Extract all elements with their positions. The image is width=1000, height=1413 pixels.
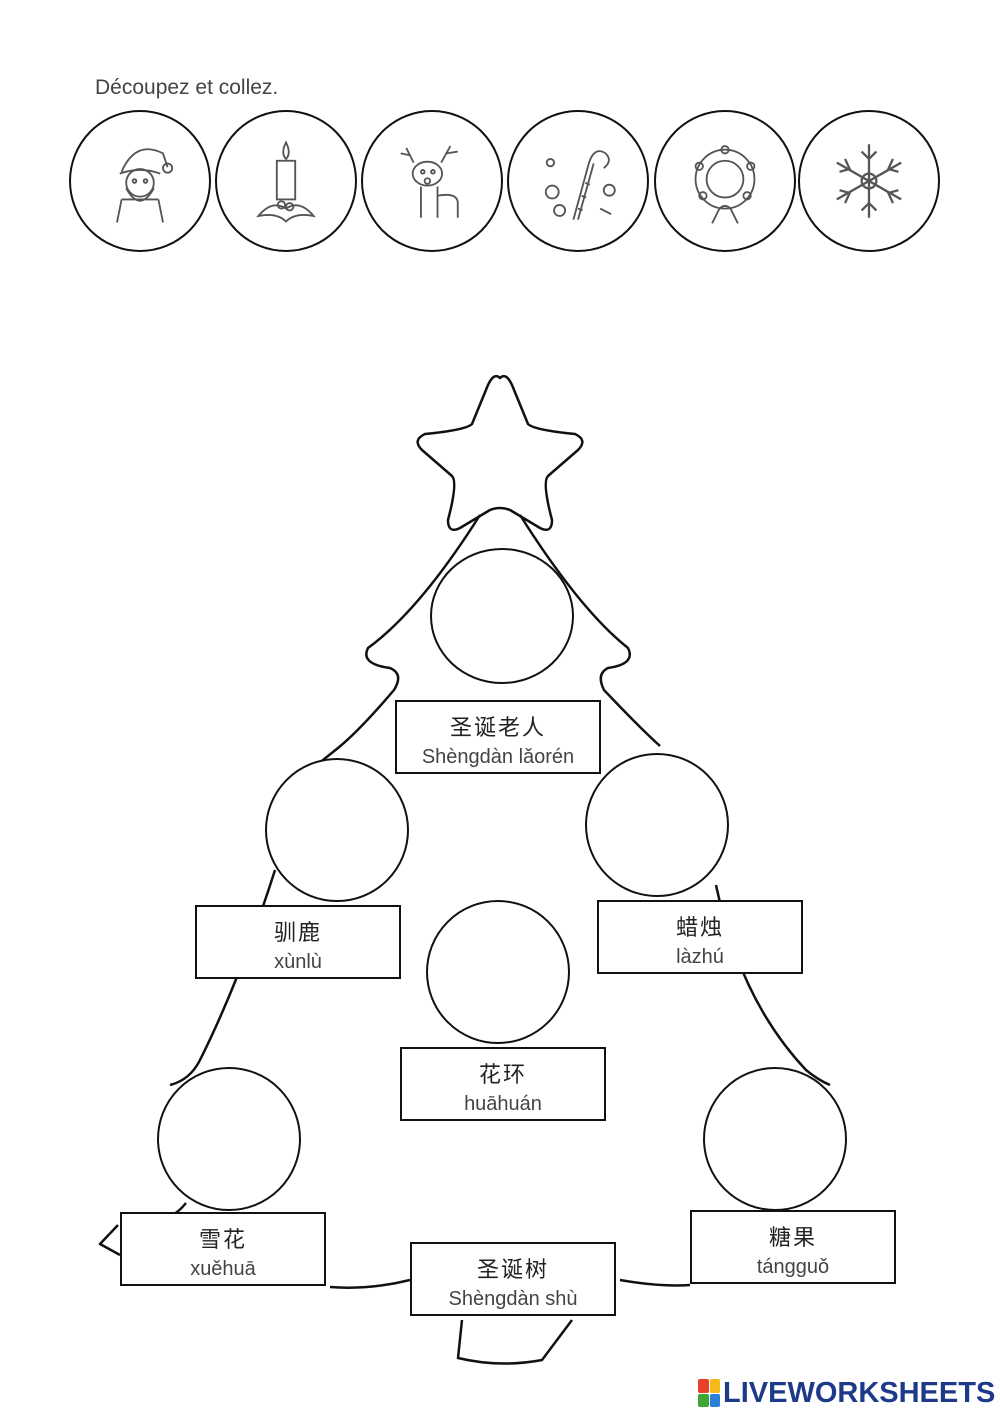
instruction-text: Découpez et collez. (95, 76, 279, 99)
drop-slot-left-low[interactable] (157, 1067, 301, 1211)
label-candle: 蜡烛 làzhú (597, 900, 803, 974)
label-reindeer-pinyin: xùnlù (274, 951, 322, 973)
label-wreath-pinyin: huāhuán (464, 1093, 542, 1115)
label-candle-hanzi: 蜡烛 (675, 916, 724, 941)
snowflake-icon (836, 144, 902, 218)
drop-slot-right-mid[interactable] (585, 753, 729, 897)
label-snowflake-hanzi: 雪花 (198, 1228, 247, 1253)
sticker-candle[interactable] (215, 110, 357, 252)
label-reindeer-hanzi: 驯鹿 (273, 921, 322, 946)
drop-slot-right-low[interactable] (703, 1067, 847, 1211)
label-santa: 圣诞老人 Shèngdàn lǎorén (395, 700, 601, 774)
label-santa-pinyin: Shèngdàn lǎorén (421, 746, 575, 768)
label-candy-pinyin: tángguǒ (756, 1256, 830, 1278)
sticker-candy[interactable] (507, 110, 649, 252)
label-tree-hanzi: 圣诞树 (476, 1258, 549, 1283)
wreath-icon (694, 145, 756, 224)
sticker-wreath[interactable] (654, 110, 796, 252)
drop-slot-center[interactable] (426, 900, 570, 1044)
sticker-snowflake[interactable] (798, 110, 940, 252)
candle-icon (256, 140, 316, 223)
brand-watermark: LIVEWORKSHEETS (698, 1376, 996, 1409)
brand-square-green (698, 1393, 709, 1407)
brand-logo-icon (698, 1379, 720, 1407)
santa-icon (116, 148, 174, 223)
label-candy: 糖果 tángguǒ (690, 1210, 896, 1284)
brand-name: LIVEWORKSHEETS (723, 1376, 996, 1409)
sticker-reindeer[interactable] (361, 110, 503, 252)
drop-slot-top[interactable] (430, 548, 574, 684)
label-wreath-hanzi: 花环 (478, 1063, 527, 1088)
label-tree-pinyin: Shèngdàn shù (448, 1288, 578, 1310)
candy-icon (544, 150, 616, 220)
label-candy-hanzi: 糖果 (768, 1226, 817, 1251)
label-snowflake: 雪花 xuěhuā (120, 1212, 326, 1286)
label-candle-pinyin: làzhú (676, 946, 724, 968)
label-reindeer: 驯鹿 xùnlù (195, 905, 401, 979)
label-snowflake-pinyin: xuěhuā (190, 1258, 256, 1280)
brand-square-yellow (709, 1379, 720, 1393)
brand-square-red (698, 1379, 709, 1393)
tree-star-icon (416, 374, 584, 531)
label-tree: 圣诞树 Shèngdàn shù (410, 1242, 616, 1316)
drop-slot-left-mid[interactable] (265, 758, 409, 902)
reindeer-icon (400, 145, 459, 218)
label-wreath: 花环 huāhuán (400, 1047, 606, 1121)
brand-square-blue (709, 1393, 720, 1407)
sticker-santa[interactable] (69, 110, 211, 252)
label-santa-hanzi: 圣诞老人 (449, 716, 546, 741)
